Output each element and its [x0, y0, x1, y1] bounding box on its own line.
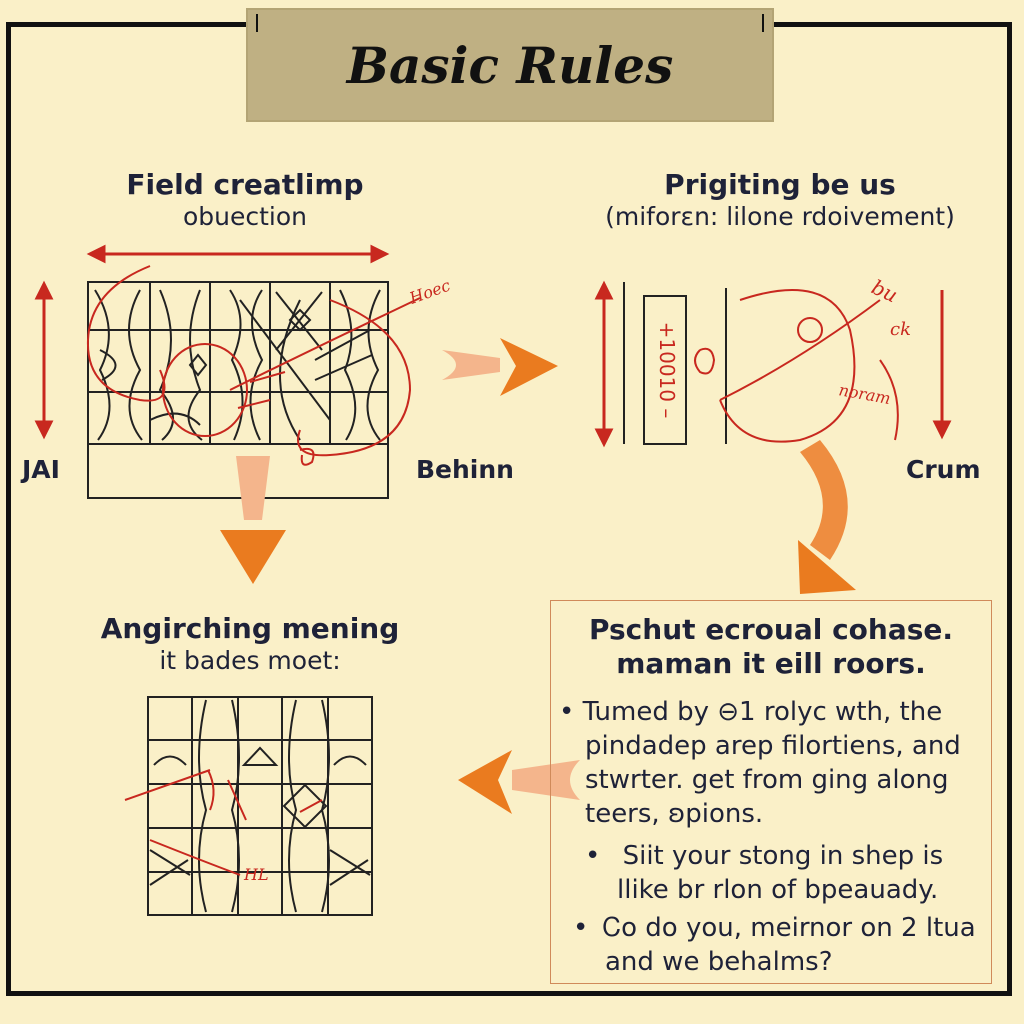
bullet-1-line-1: Tumed by ⊖1 rolyc wth, the [582, 697, 943, 727]
bullet-dot-icon: • [559, 697, 575, 727]
rules-box: Pschut ecroual cohase. maman it eill roo… [550, 600, 992, 984]
bullet-3-line-2: and we behalms? [605, 947, 833, 977]
bullet-2: • Siit your stong in shep is [585, 839, 943, 873]
bullet-1-line-3: stwrter. get from ging along [585, 765, 949, 795]
bullet-3: • Ꮯo do you, meirnor on 2 ltua [573, 911, 976, 945]
bullet-1: • Tumed by ⊖1 rolyc wth, the [559, 695, 942, 729]
bullet-2-line-2: llike br rlon of bpeauady. [617, 875, 939, 905]
bottom-left-subheading: it bades moet: [159, 646, 341, 675]
top-right-annotation-2: ck [890, 319, 911, 340]
bullet-3-line-1: Ꮯo do you, meirnor on 2 ltua [602, 913, 976, 943]
top-right-annotation-3: noram [837, 380, 892, 408]
bullet-1-line-4: teers, ʚpions. [585, 799, 764, 829]
title-banner: Basic Rules [246, 8, 774, 122]
top-right-subheading: (miforεn: lilone rdoivement) [605, 202, 955, 231]
top-left-subheading: obuection [182, 202, 308, 231]
top-left-annotation: Hoec [406, 276, 453, 309]
arrow-curved-down-right [798, 440, 856, 594]
arrow-down-left [220, 456, 286, 584]
arrow-top-right [442, 338, 558, 396]
bullet-dot-icon: • [573, 913, 589, 943]
top-right-heading: Prigiting be us [664, 168, 896, 201]
bullet-2-line-1: Siit your stong in shep is [622, 841, 944, 871]
hanging-hook-right [762, 14, 768, 32]
bottom-left-heading: Angirching mening [100, 612, 400, 645]
bottom-left-annotation: HL [243, 865, 269, 884]
top-right-annotation-1: bu [868, 275, 901, 308]
top-right-label-right: Crum [906, 455, 981, 484]
box-title-line-1: Pschut ecroual cohase. [588, 613, 954, 646]
page-title: Basic Rules [346, 35, 674, 95]
top-left-heading: Field creatlimp [126, 168, 364, 201]
bullet-1-line-2: pindadep arep filortiens, and [585, 731, 961, 761]
field-dimension-arrows [34, 244, 390, 440]
arrow-left-bottom [458, 750, 580, 814]
top-right-bar-text: +10010 – [655, 322, 679, 419]
top-left-label-right: Behinn [416, 455, 514, 484]
hanging-hook-left [256, 14, 262, 32]
top-left-label-left: JAI [22, 455, 60, 484]
box-title-line-2: maman it eill roors. [616, 647, 926, 680]
bullet-dot-icon: • [585, 841, 601, 871]
